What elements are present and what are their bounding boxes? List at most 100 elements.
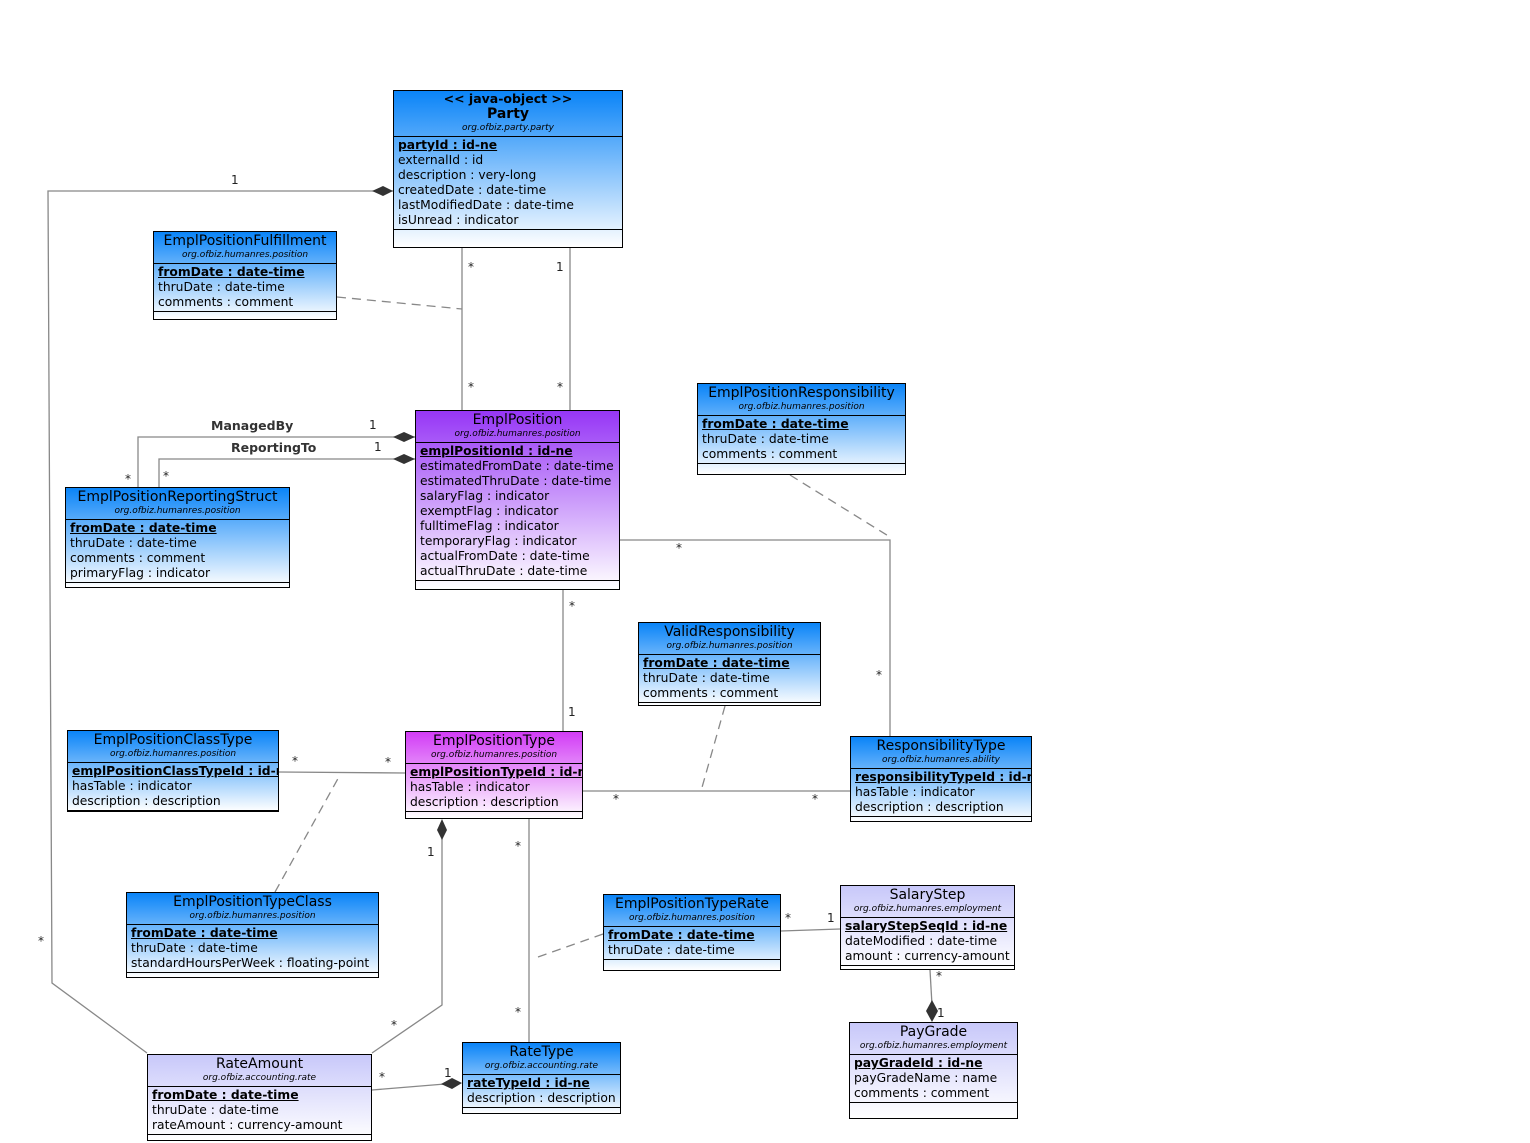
valid-dashed — [700, 705, 726, 792]
composition-diamond-icon — [926, 1000, 938, 1022]
class-name: EmplPositionClassType — [93, 732, 253, 748]
class-package: org.ofbiz.humanres.employment — [853, 904, 1002, 914]
primary-key-attribute: fromDate : date-time — [70, 521, 217, 535]
attribute: description : very-long — [398, 168, 537, 182]
primary-key-attribute: emplPositionTypeId : id-ne — [410, 765, 582, 779]
composition-diamond-icon — [437, 819, 447, 840]
composition-diamond-icon — [393, 432, 415, 442]
attribute: comments : comment — [854, 1086, 990, 1100]
class-package: org.ofbiz.humanres.position — [109, 749, 237, 759]
class-package: org.ofbiz.humanres.position — [181, 250, 309, 260]
attribute: hasTable : indicator — [855, 785, 975, 799]
attribute: hasTable : indicator — [410, 780, 530, 794]
class-package: org.ofbiz.accounting.rate — [202, 1073, 317, 1083]
rateamount-ratetype-line — [371, 1083, 446, 1091]
class-name: EmplPositionTypeRate — [614, 896, 770, 912]
class-package: org.ofbiz.humanres.position — [454, 429, 581, 439]
multiplicity-label: * — [515, 1005, 521, 1019]
class-package: org.ofbiz.humanres.position — [114, 506, 241, 516]
attribute: thruDate : date-time — [70, 536, 197, 550]
composition-diamond-icon — [393, 454, 415, 464]
managedby-line — [137, 436, 415, 487]
primary-key-attribute: salaryStepSeqId : id-ne — [845, 919, 1008, 933]
primary-key-attribute: fromDate : date-time — [158, 265, 305, 279]
class-package: org.ofbiz.party.party — [462, 123, 554, 133]
multiplicity-label: * — [38, 934, 44, 948]
multiplicity-label: 1 — [374, 440, 382, 454]
association-role-label: ReportingTo — [231, 440, 317, 455]
multiplicity-label: * — [613, 792, 619, 806]
attribute: lastModifiedDate : date-time — [398, 198, 574, 212]
composition-diamond-icon — [441, 1078, 462, 1089]
class-name: Party — [486, 106, 530, 122]
multiplicity-label: * — [292, 754, 298, 768]
attribute: createdDate : date-time — [398, 183, 547, 197]
multiplicity-label: 1 — [937, 1006, 945, 1020]
party-rateamount-line — [47, 190, 393, 1054]
attribute: exemptFlag : indicator — [420, 504, 559, 518]
attribute: thruDate : date-time — [702, 432, 829, 446]
class-package: org.ofbiz.humanres.position — [189, 911, 316, 921]
class-package: org.ofbiz.humanres.employment — [859, 1041, 1008, 1051]
class-name: EmplPosition — [472, 412, 563, 428]
attribute: comments : comment — [702, 447, 838, 461]
primary-key-attribute: fromDate : date-time — [131, 926, 278, 940]
multiplicity-label: 1 — [427, 845, 435, 859]
salarystep-paygrade-line — [929, 969, 933, 1006]
attribute: estimatedThruDate : date-time — [420, 474, 612, 488]
multiplicity-label: 1 — [568, 705, 576, 719]
attribute: standardHoursPerWeek : floating-point — [131, 956, 370, 970]
primary-key-attribute: emplPositionId : id-ne — [420, 444, 573, 458]
attribute: thruDate : date-time — [608, 943, 735, 957]
attribute: description : description — [72, 794, 221, 808]
multiplicity-label: * — [515, 839, 521, 853]
primary-key-attribute: emplPositionClassTypeId : id-ne — [72, 764, 278, 778]
primary-key-attribute: fromDate : date-time — [608, 928, 755, 942]
typerate-salarystep-line — [780, 928, 841, 932]
attribute: temporaryFlag : indicator — [420, 534, 577, 548]
multiplicity-label: * — [379, 1070, 385, 1084]
multiplicity-label: 1 — [231, 173, 239, 187]
class-package: org.ofbiz.humanres.position — [666, 641, 793, 651]
classtype-postype-line — [278, 771, 406, 774]
attribute: description : description — [855, 800, 1004, 814]
class-name: RateAmount — [215, 1056, 304, 1072]
class-package: org.ofbiz.humanres.position — [628, 913, 756, 923]
attribute: actualFromDate : date-time — [420, 549, 590, 563]
class-package: org.ofbiz.humanres.ability — [881, 755, 1001, 765]
